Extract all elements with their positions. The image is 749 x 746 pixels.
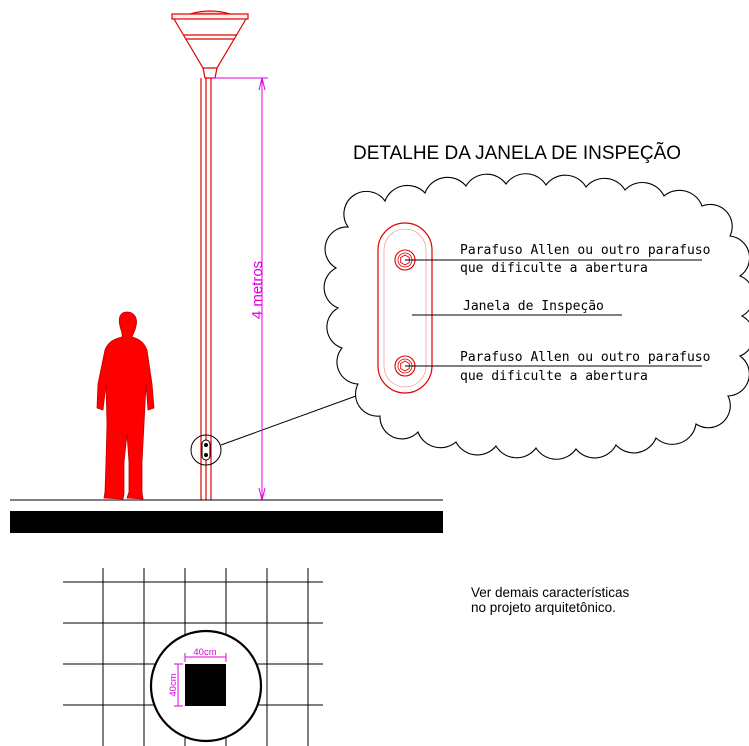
screw-top-label-line2: que dificulte a abertura [460, 261, 648, 276]
pole-inspection-window [190, 434, 222, 466]
ground-slab [10, 511, 443, 533]
detail-leader-line [220, 395, 357, 446]
screw-bottom-label-line1: Parafuso Allen ou outro parafuso [460, 350, 710, 365]
pole [200, 78, 212, 500]
screw-top-label-line1: Parafuso Allen ou outro parafuso [460, 243, 710, 258]
screw-bottom-label-line2: que dificulte a abertura [460, 369, 648, 384]
detail-title: DETALHE DA JANELA DE INSPEÇÃO [353, 142, 681, 164]
inspection-window-outline [377, 222, 433, 394]
base-dimensions [174, 653, 227, 707]
pole-height-label: 4 metros [249, 261, 266, 319]
detail-cloud [323, 173, 749, 460]
base-width-label: 40cm [193, 647, 216, 658]
base-footing [185, 664, 226, 706]
base-height-label: 40cm [168, 673, 179, 696]
person-silhouette-icon [96, 311, 155, 500]
window-label: Janela de Inspeção [463, 299, 604, 314]
note-line2: no projeto arquitetônico. [471, 600, 616, 615]
note-line1: Ver demais características [471, 585, 630, 600]
lamp-head [171, 10, 249, 79]
